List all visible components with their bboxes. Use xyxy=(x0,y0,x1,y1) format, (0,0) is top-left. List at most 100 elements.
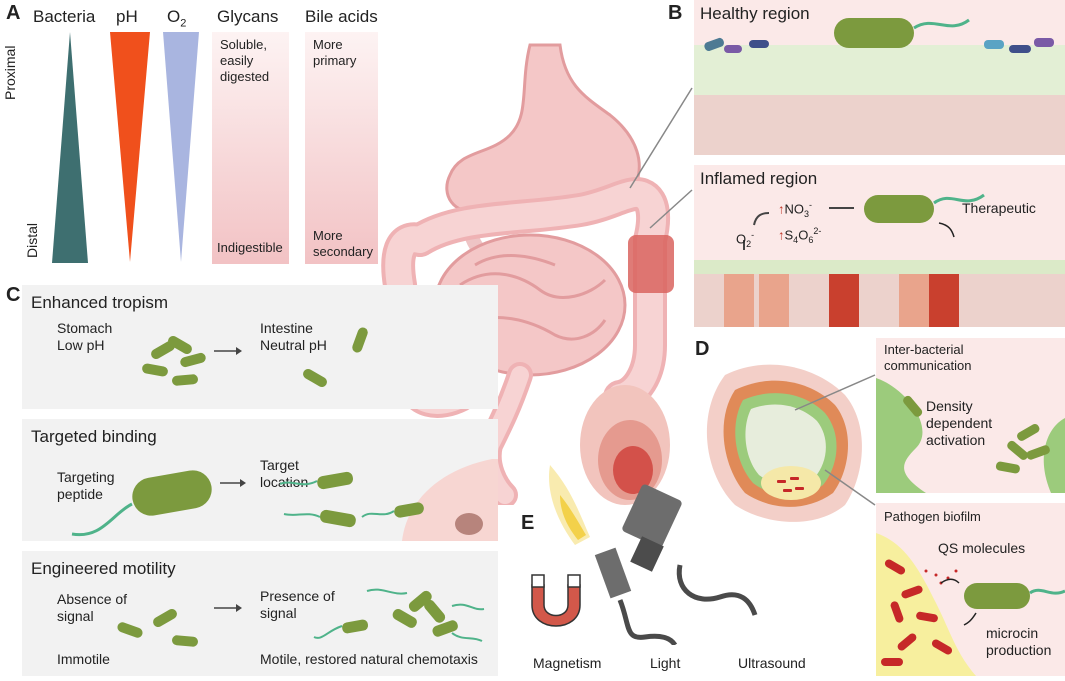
glycans-header: Glycans xyxy=(217,7,279,26)
binding-title: Targeted binding xyxy=(31,427,157,446)
density-line: activation xyxy=(926,432,986,448)
connector-lines-b xyxy=(629,87,693,229)
bile-acids-header: Bile acids xyxy=(305,7,378,26)
inter-bacterial-label: Inter-bacterial communication xyxy=(884,342,971,374)
motility-right-text: Presence of signal xyxy=(260,588,335,622)
glycans-top-text: Soluble, easily digested xyxy=(220,37,269,85)
microcin-line: production xyxy=(986,642,1052,658)
inflamed-area xyxy=(628,235,674,293)
motile-label: Motile, restored natural chemotaxis xyxy=(260,651,478,667)
microcin-label: microcin production xyxy=(986,625,1051,659)
glycans-gradient xyxy=(212,32,289,264)
tropism-title: Enhanced tropism xyxy=(31,293,169,312)
bacteria-wedge xyxy=(52,32,88,263)
o2-sup: - xyxy=(751,230,755,240)
immotile-label: Immotile xyxy=(57,651,110,667)
no3-text: NO xyxy=(784,201,805,217)
bacterium-therapeutic xyxy=(864,195,934,223)
pathogen-biofilm-panel: Pathogen biofilm QS molecules microcin p… xyxy=(876,503,1065,676)
bile-bottom-line: secondary xyxy=(313,244,373,259)
bile-bottom-line: More xyxy=(313,228,343,243)
tropism-right-line: Neutral pH xyxy=(260,337,327,353)
o2-label: O2- xyxy=(736,227,754,252)
glycans-top-line: Soluble, xyxy=(220,37,267,52)
s4o6-s: S xyxy=(784,227,794,243)
bile-top-line: primary xyxy=(313,53,357,68)
inter-bacterial-art xyxy=(876,378,1065,493)
bacteria-header: Bacteria xyxy=(33,7,96,26)
s4o6-o: O xyxy=(798,227,809,243)
density-line: dependent xyxy=(926,415,993,431)
tropism-right-text: Intestine Neutral pH xyxy=(260,320,327,354)
s4o6-sup: 2- xyxy=(813,226,822,236)
glycans-bottom-text: Indigestible xyxy=(217,240,283,255)
healthy-region-panel: Healthy region xyxy=(694,0,1065,155)
motility-art xyxy=(117,588,485,647)
inter-bacterial-panel: Inter-bacterial communication Density de… xyxy=(876,338,1065,493)
tropism-left-line: Stomach xyxy=(57,320,113,336)
therapeutic-label: Therapeutic xyxy=(962,200,1036,216)
lumen-cross-section xyxy=(706,364,862,522)
density-label: Density dependent activation xyxy=(926,398,992,449)
no3-label: ↑NO3- xyxy=(778,200,813,219)
tropism-left-line: Low pH xyxy=(57,337,105,353)
tropism-right-line: Intestine xyxy=(260,320,313,336)
o2-header-sub: 2 xyxy=(180,17,187,30)
inflamed-region-art xyxy=(694,193,1065,327)
motility-title: Engineered motility xyxy=(31,559,176,578)
binding-left-text: Targeting peptide xyxy=(57,469,115,503)
tropism-left-text: Stomach Low pH xyxy=(57,320,112,354)
binding-left-line: Targeting xyxy=(57,469,115,485)
tropism-art xyxy=(142,327,368,387)
s4o6-sub1: 4 xyxy=(793,234,799,245)
inflamed-region-title: Inflamed region xyxy=(700,169,818,188)
ph-header: pH xyxy=(116,7,138,26)
panel-a-letter: A xyxy=(6,2,21,24)
panel-d-letter: D xyxy=(695,338,710,360)
o2-header: O2 xyxy=(167,7,186,29)
light-label: Light xyxy=(650,655,681,671)
motility-left-line: signal xyxy=(57,608,94,624)
healthy-region-art xyxy=(694,18,1065,155)
o2-sub: 2 xyxy=(746,238,752,249)
pathogen-biofilm-label: Pathogen biofilm xyxy=(884,509,981,524)
binding-left-line: peptide xyxy=(57,486,103,502)
epithelium-cells xyxy=(694,95,1065,155)
panel-b-letter: B xyxy=(668,2,683,24)
bacterium-large xyxy=(834,18,914,48)
magnetism-label: Magnetism xyxy=(533,655,602,671)
tropism-panel: Enhanced tropism Stomach Low pH Intestin… xyxy=(22,285,498,409)
connector-lines-d xyxy=(794,374,876,506)
panel-e-art xyxy=(531,385,758,645)
glycans-top-line: digested xyxy=(220,69,270,84)
inter-bacterial-line: communication xyxy=(884,358,972,373)
motility-right-line: Presence of xyxy=(260,588,335,604)
bile-top-text: More primary xyxy=(313,37,356,69)
s4o6-sub2: 6 xyxy=(808,234,814,245)
motility-panel: Engineered motility Absence of signal Pr… xyxy=(22,551,498,676)
s4o6-label: ↑S4O62- xyxy=(778,226,822,245)
inter-bacterial-line: Inter-bacterial xyxy=(884,342,964,357)
motility-left-line: Absence of xyxy=(57,591,128,607)
inflamed-region-panel: Inflamed region O2- ↑NO3- ↑S4O62- Therap… xyxy=(694,165,1065,327)
o2-text: O xyxy=(736,231,747,247)
panel-c-letter: C xyxy=(6,284,21,306)
binding-right-line: Target xyxy=(260,457,299,473)
magnet-icon xyxy=(531,584,581,627)
binding-panel: Targeted binding Targeting peptide Targe… xyxy=(22,419,498,541)
ph-wedge xyxy=(110,32,150,262)
ultrasound-probe xyxy=(622,484,682,548)
glycans-top-line: easily xyxy=(220,53,254,68)
o2-header-main: O xyxy=(167,7,181,26)
density-line: Density xyxy=(926,398,973,414)
healthy-region-title: Healthy region xyxy=(700,4,810,23)
motility-right-line: signal xyxy=(260,605,297,621)
no3-sup: - xyxy=(809,200,813,210)
motility-left-text: Absence of signal xyxy=(57,591,127,625)
light-probe xyxy=(594,547,632,599)
qs-molecules-label: QS molecules xyxy=(938,540,1026,556)
panel-a-gradients xyxy=(52,32,378,264)
bile-top-line: More xyxy=(313,37,343,52)
ultrasound-label: Ultrasound xyxy=(738,655,806,671)
microcin-line: microcin xyxy=(986,625,1039,641)
